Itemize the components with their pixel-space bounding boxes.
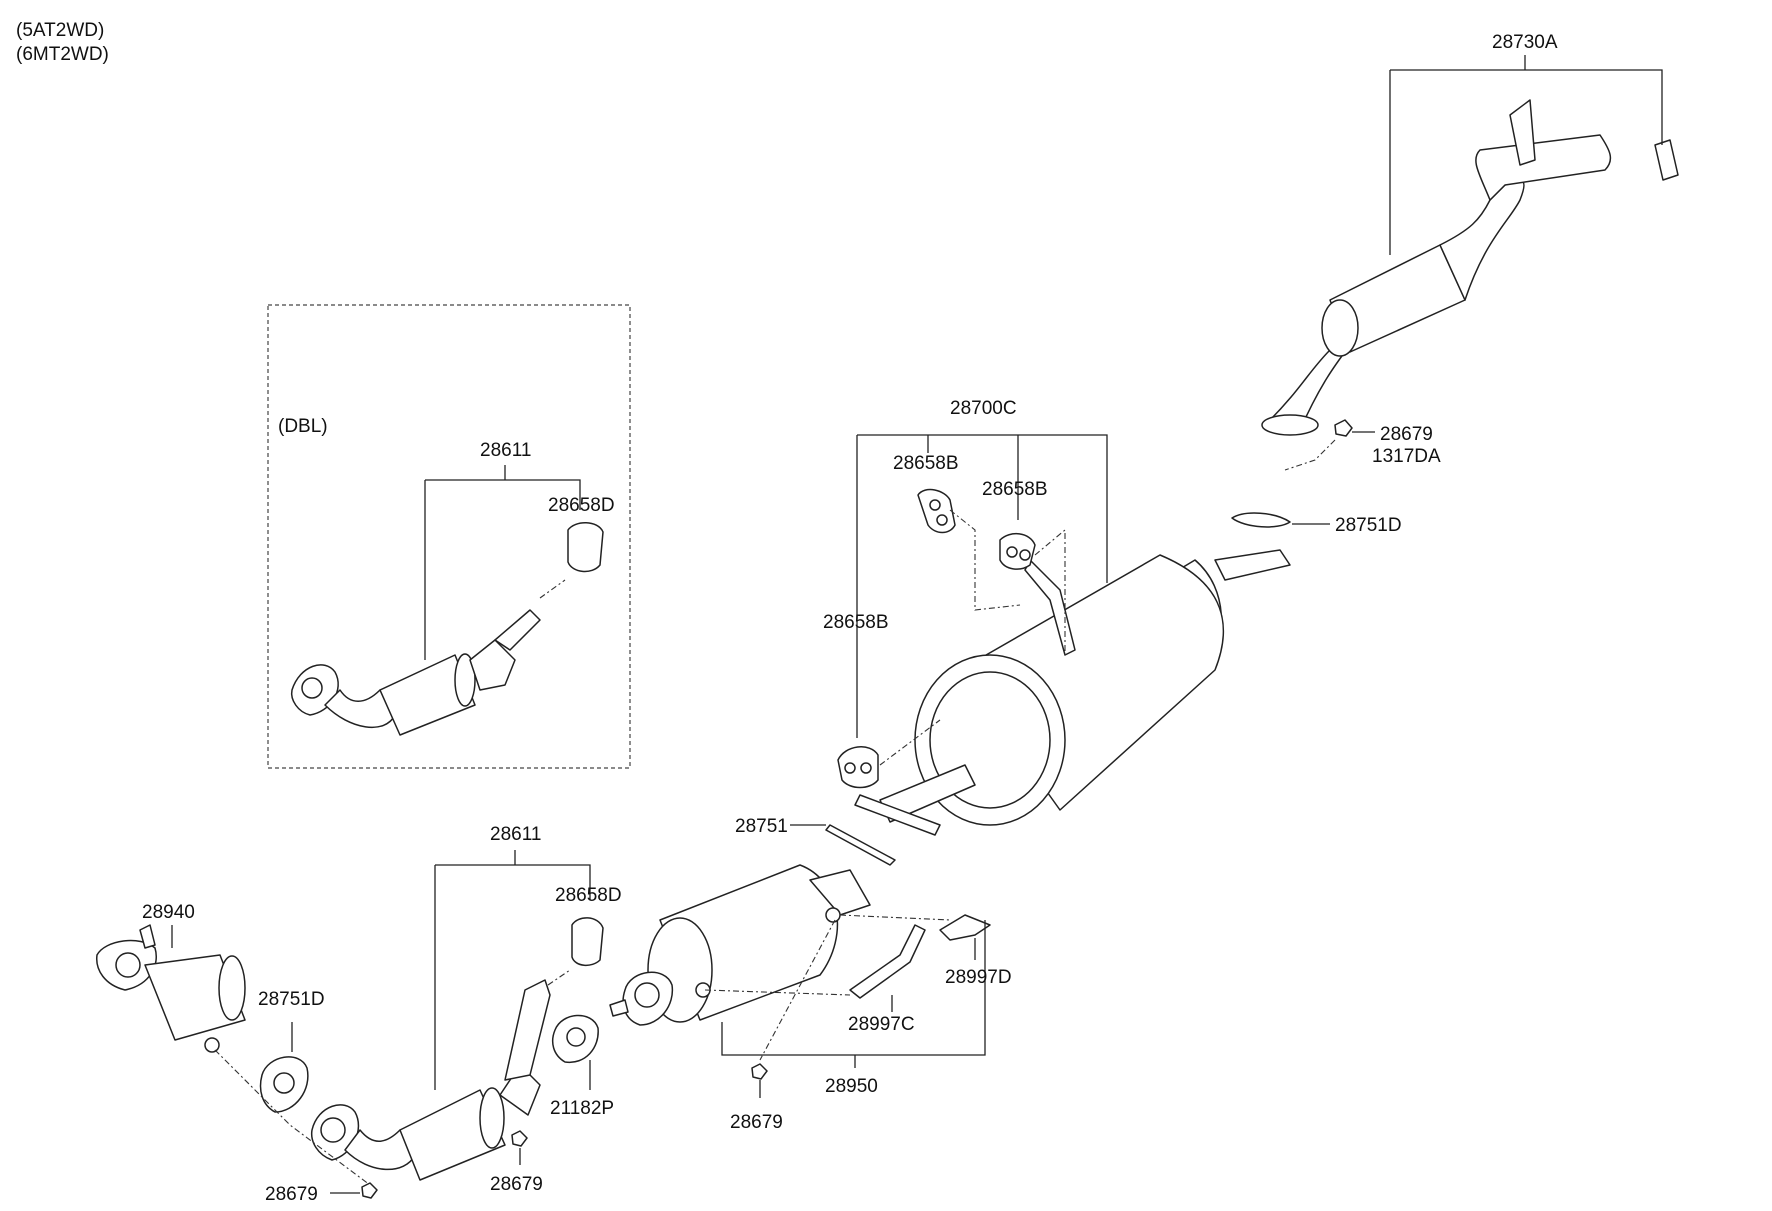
rubber-hanger-icon — [571, 917, 604, 966]
callout-28730a: 28730A — [1492, 32, 1558, 53]
dpf-assembly — [609, 864, 871, 1026]
leader-28700c — [856, 434, 1108, 738]
callout-28997c: 28997C — [848, 1014, 915, 1035]
hex-nut-icon — [511, 1130, 528, 1147]
hex-nut-icon — [751, 1063, 768, 1080]
callout-21182p: 21182P — [550, 1098, 614, 1119]
callout-28611-inset: 28611 — [480, 440, 531, 461]
callout-28950: 28950 — [825, 1076, 878, 1097]
catalytic-converter — [96, 924, 246, 1053]
callout-28751d-front: 28751D — [258, 989, 325, 1010]
variant-label-5at2wd: (5AT2WD) — [16, 20, 104, 41]
callout-28700c: 28700C — [950, 398, 1017, 419]
callout-28658d-front: 28658D — [555, 885, 622, 906]
gasket-rear-shape — [1231, 512, 1291, 528]
callout-28658b-3: 28658B — [823, 612, 889, 633]
hex-nut-icon — [1334, 419, 1353, 437]
callout-28679-front-mid: 28679 — [490, 1174, 543, 1195]
rubber-hanger-icon — [837, 746, 879, 789]
hex-nut-icon — [361, 1182, 378, 1199]
leader-inset-28611 — [424, 465, 581, 660]
rubber-hanger-icon — [917, 488, 956, 534]
front-pipe-assembly — [310, 979, 551, 1181]
rubber-hanger-icon — [567, 522, 604, 573]
rear-muffler-assembly — [1261, 99, 1679, 436]
callout-28751: 28751 — [735, 816, 788, 837]
variant-label-6mt2wd: (6MT2WD) — [16, 44, 109, 65]
callout-28997d: 28997D — [945, 967, 1012, 988]
sensor-pipe-c — [849, 924, 926, 999]
inset-title: (DBL) — [278, 416, 328, 437]
gasket-mid-shape — [825, 824, 896, 866]
callout-28751d-rear: 28751D — [1335, 515, 1402, 536]
callout-28658b-1: 28658B — [893, 453, 959, 474]
callout-28679-dpf: 28679 — [730, 1112, 783, 1133]
center-muffler-assembly — [854, 549, 1291, 836]
callout-28658b-2: 28658B — [982, 479, 1048, 500]
leader-front-28611 — [434, 850, 591, 1090]
callout-28940: 28940 — [142, 902, 195, 923]
rubber-hanger-icon — [999, 533, 1036, 570]
callout-28679-rear: 28679 — [1380, 424, 1433, 445]
callout-28679-front-left: 28679 — [265, 1184, 318, 1205]
callout-28611-front: 28611 — [490, 824, 541, 845]
callout-28658d-inset: 28658D — [548, 495, 615, 516]
leader-28950 — [721, 920, 986, 1068]
sensor-pipe-d — [939, 914, 991, 941]
leader-28730a — [1389, 69, 1663, 255]
callout-1317da: 1317DA — [1372, 446, 1441, 467]
inset-front-pipe — [290, 609, 541, 736]
